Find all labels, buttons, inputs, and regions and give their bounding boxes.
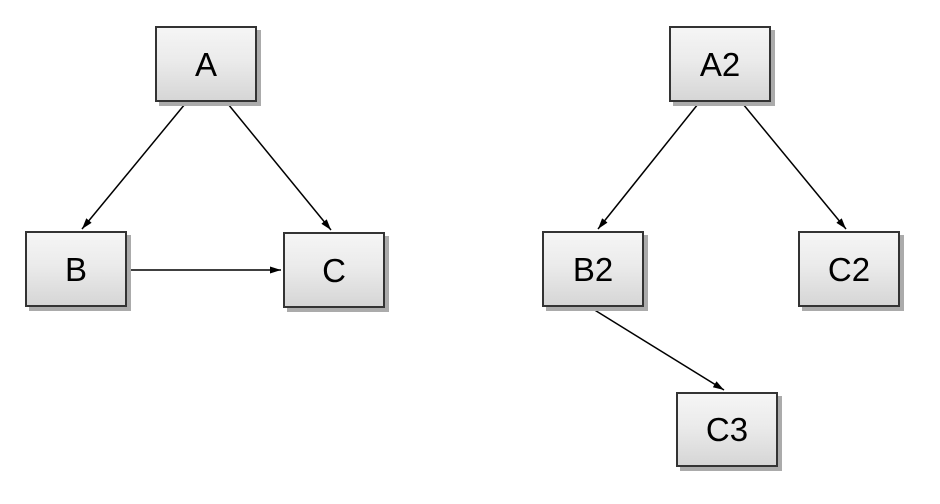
edge-A-B — [81, 103, 186, 230]
node-C[interactable]: C — [283, 232, 385, 308]
node-label-A: A — [194, 45, 217, 83]
edge-A-C — [227, 103, 332, 231]
node-B2[interactable]: B2 — [542, 231, 644, 307]
node-A2[interactable]: A2 — [669, 26, 771, 102]
node-label-B: B — [64, 250, 87, 288]
node-label-A2: A2 — [699, 45, 741, 83]
node-A[interactable]: A — [155, 26, 257, 102]
node-label-C2: C2 — [827, 250, 871, 288]
node-label-C3: C3 — [705, 411, 749, 448]
node-C2[interactable]: C2 — [798, 231, 900, 307]
node-label-B2: B2 — [572, 250, 614, 288]
node-B[interactable]: B — [25, 231, 127, 307]
node-C3[interactable]: C3 — [676, 392, 778, 467]
node-label-C: C — [322, 251, 346, 289]
edge-B2-C3 — [592, 308, 725, 391]
edge-A2-C2 — [742, 103, 847, 230]
edge-A2-B2 — [597, 103, 699, 230]
